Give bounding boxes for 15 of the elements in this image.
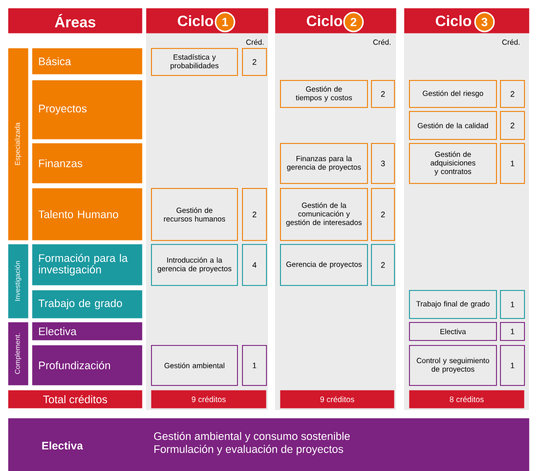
area-box: Proyectos bbox=[32, 80, 142, 140]
area-box: Electiva bbox=[32, 322, 142, 340]
band-heading: Electiva bbox=[42, 441, 84, 450]
area-box: Formación para la investigación bbox=[32, 244, 142, 286]
area-box: Talento Humano bbox=[32, 188, 142, 240]
total-bar: Total créditos bbox=[8, 390, 142, 408]
elective-list: Gestión ambiental y consumo sostenible Formulación y evaluación de proyectos bbox=[154, 432, 350, 456]
area-box: Básica bbox=[32, 48, 142, 74]
number-badge: 3 bbox=[474, 12, 495, 32]
area-box: Trabajo de grado bbox=[32, 290, 142, 318]
area-box: Profundización bbox=[32, 345, 142, 386]
number-badge: 1 bbox=[214, 12, 236, 32]
number-badge: 2 bbox=[343, 12, 364, 32]
area-box: Finanzas bbox=[32, 143, 142, 184]
column-header: Áreas bbox=[8, 8, 142, 34]
